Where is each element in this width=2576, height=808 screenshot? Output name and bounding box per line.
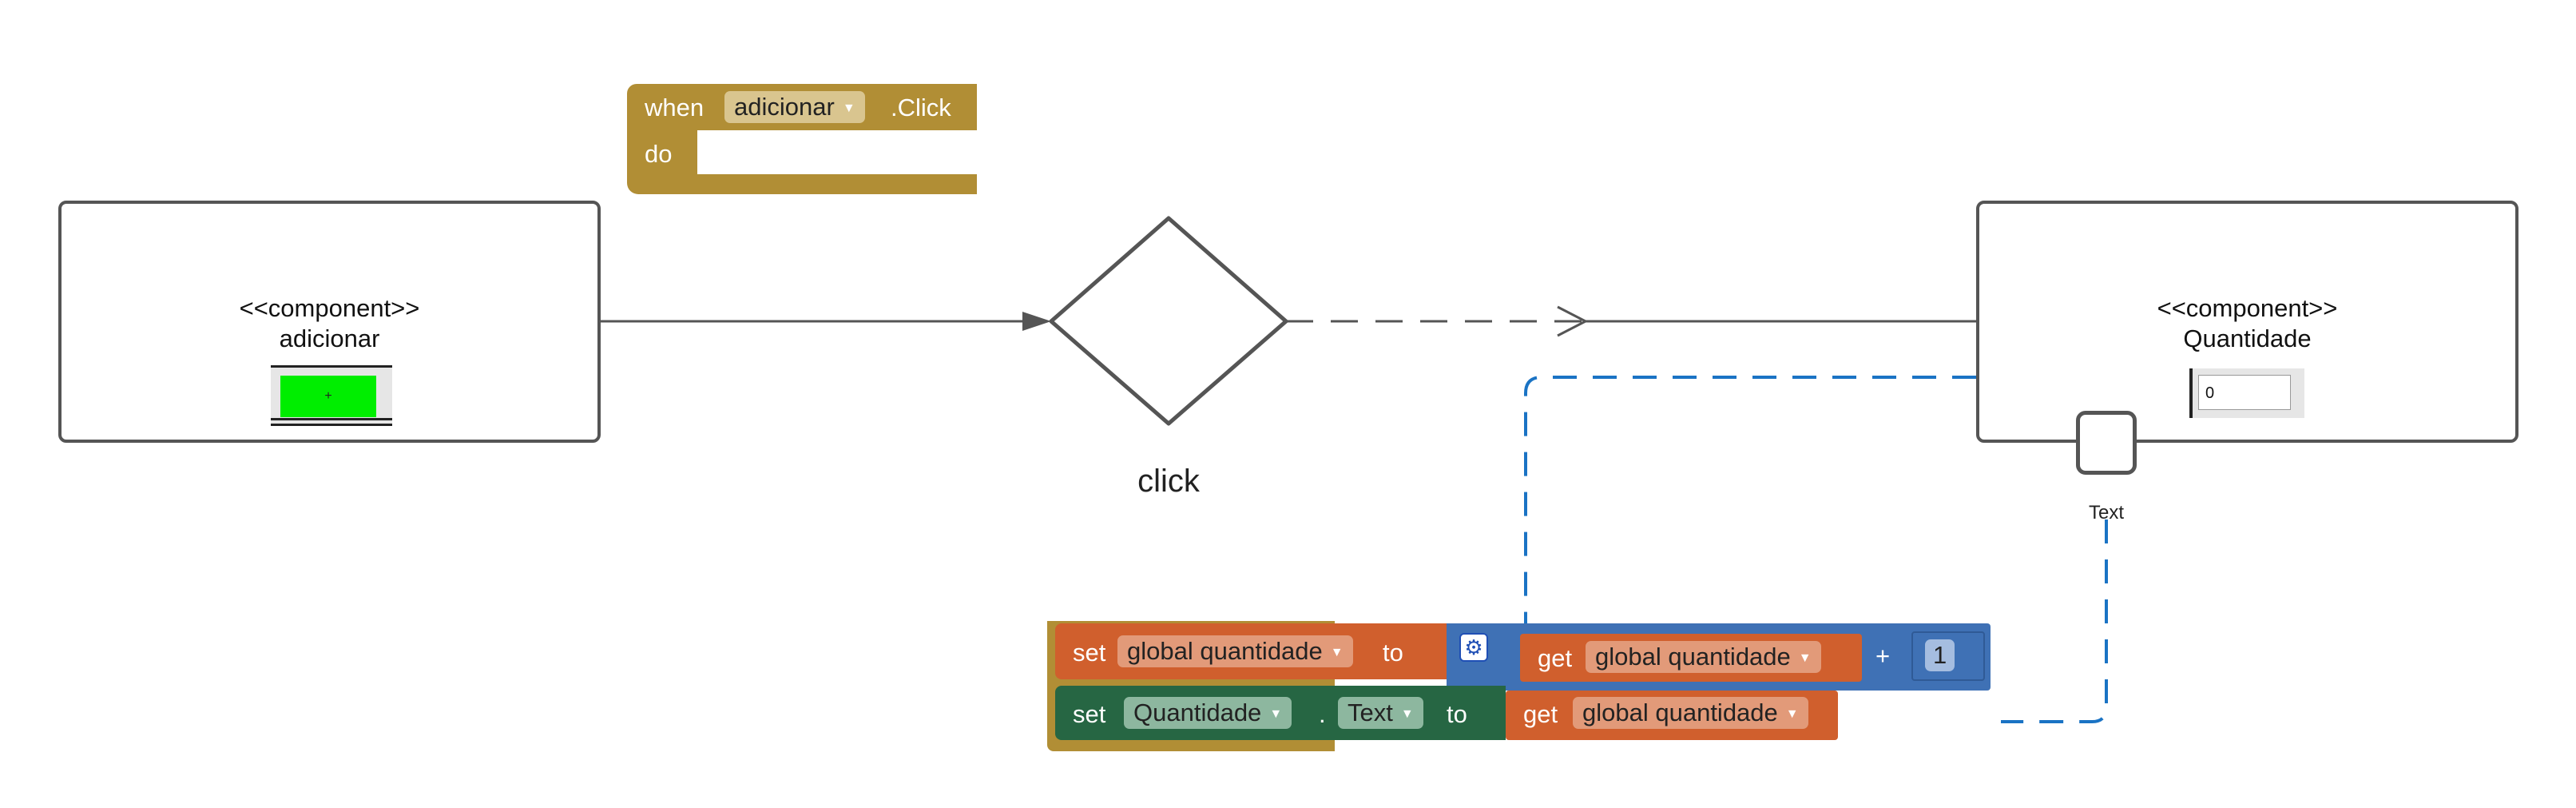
plus-operator: + <box>1875 642 1891 670</box>
component-stereotype: <<component>> <box>2157 294 2338 322</box>
component-name: Quantidade <box>2183 324 2312 352</box>
click-trigger-arrowhead <box>1022 312 1051 331</box>
variable-to-component-dashed-link <box>1524 376 1976 623</box>
component-adicionar: <<component>> adicionar + <box>58 201 601 443</box>
dropdown-arrow-icon: ▼ <box>1785 707 1799 721</box>
get-variable-dropdown[interactable]: global quantidade ▼ <box>1586 641 1821 673</box>
event-component-dropdown[interactable]: adicionar ▼ <box>724 91 865 123</box>
to-keyword: to <box>1447 700 1467 728</box>
dropdown-arrow-icon: ▼ <box>1269 707 1283 721</box>
text-port-label: Text <box>2088 502 2124 523</box>
dropdown-arrow-icon: ▼ <box>842 101 855 115</box>
variable-name: global quantidade <box>1127 637 1323 665</box>
component-quantidade: <<component>> Quantidade 0 <box>1976 201 2518 443</box>
event-block-when-click[interactable]: when adicionar ▼ .Click do <box>627 84 977 194</box>
textbox-widget[interactable]: 0 <box>2189 368 2304 418</box>
text-port-dashed-link <box>2001 519 2108 723</box>
to-keyword: to <box>1383 639 1403 667</box>
button-widget[interactable]: + <box>271 365 392 426</box>
event-component-name: adicionar <box>734 93 835 121</box>
get-keyword: get <box>1538 644 1573 672</box>
dropdown-arrow-icon: ▼ <box>1400 707 1414 721</box>
dropdown-arrow-icon: ▼ <box>1798 651 1812 665</box>
get-keyword: get <box>1523 700 1558 728</box>
textbox-value[interactable]: 0 <box>2198 375 2291 410</box>
property-name: Text <box>1348 699 1393 726</box>
number-value[interactable]: 1 <box>1925 639 1955 671</box>
get-variable-dropdown[interactable]: global quantidade ▼ <box>1573 697 1808 729</box>
set-property-block[interactable]: set Quantidade ▼ . Text ▼ to get global qu… <box>1055 686 1838 740</box>
mutator-gear-icon[interactable]: ⚙ <box>1459 633 1488 662</box>
click-decision-diamond <box>1049 216 1288 426</box>
get-variable-name: global quantidade <box>1582 699 1778 726</box>
do-keyword: do <box>645 140 673 168</box>
property-component-dropdown[interactable]: Quantidade ▼ <box>1124 697 1292 729</box>
component-name: adicionar <box>279 324 380 352</box>
event-node-label: click <box>1137 464 1200 499</box>
when-keyword: when <box>645 94 705 121</box>
text-port[interactable] <box>2076 411 2137 475</box>
dropdown-arrow-icon: ▼ <box>1330 645 1344 659</box>
dot-separator: . <box>1319 700 1326 728</box>
set-keyword: set <box>1073 639 1106 667</box>
event-name: .Click <box>891 94 951 121</box>
component-stereotype: <<component>> <box>239 294 420 322</box>
get-variable-name: global quantidade <box>1595 643 1791 671</box>
property-component-name: Quantidade <box>1133 699 1262 726</box>
set-keyword: set <box>1073 700 1106 728</box>
set-variable-block[interactable]: set global quantidade ▼ to ⚙ get global q… <box>1055 623 1991 691</box>
variable-dropdown[interactable]: global quantidade ▼ <box>1117 635 1353 667</box>
button-widget-face[interactable]: + <box>280 376 376 417</box>
property-dropdown[interactable]: Text ▼ <box>1338 697 1423 729</box>
